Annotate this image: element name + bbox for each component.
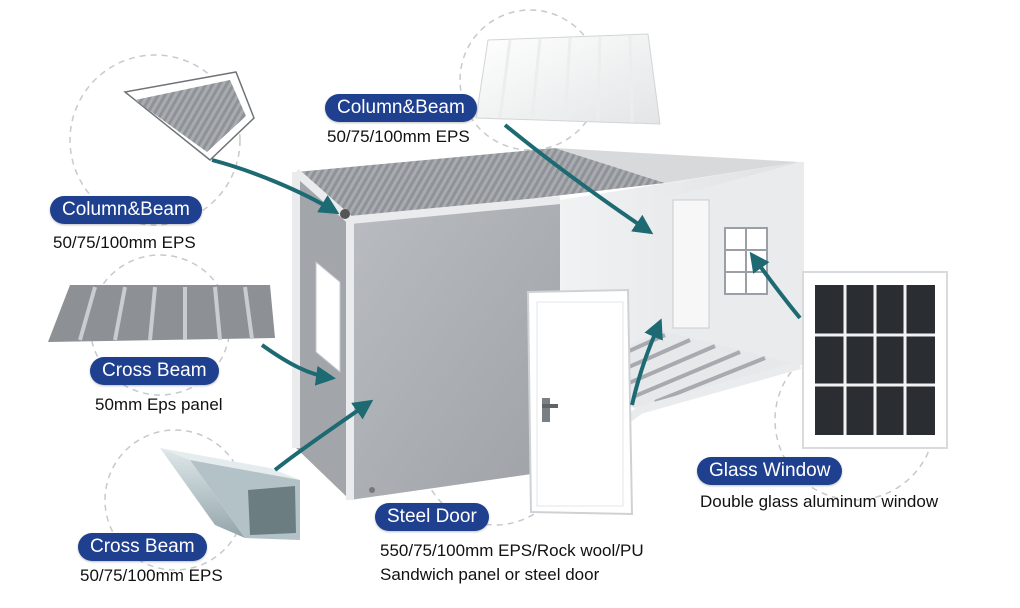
callout-badge-glass-window: Glass Window [697, 457, 843, 485]
rectangular-tube-icon [160, 448, 300, 540]
callout-badge-column-beam-top: Column&Beam [325, 94, 477, 122]
callout-badge-steel-door: Steel Door [375, 503, 489, 531]
callout-desc-glass-window: Double glass aluminum window [700, 492, 939, 511]
callout-badge-cross-beam-tube: Cross Beam [78, 533, 207, 561]
callout-badge-column-beam-left: Column&Beam [50, 196, 202, 224]
glass-window-icon [802, 271, 948, 449]
callout-desc-column-beam-top: 50/75/100mm EPS [327, 127, 470, 146]
corrugated-panel-icon [48, 285, 275, 342]
inner-window [724, 227, 768, 295]
steel-door-icon [526, 288, 634, 516]
callout-desc-steel-door-line2: Sandwich panel or steel door [380, 565, 600, 584]
callout-desc-steel-door-line1: 550/75/100mm EPS/Rock wool/PU [380, 541, 644, 560]
callout-desc-column-beam-left: 50/75/100mm EPS [53, 233, 196, 252]
callout-desc-cross-beam-tube: 50/75/100mm EPS [80, 566, 223, 585]
callout-badge-cross-beam-panel: Cross Beam [90, 357, 219, 385]
callout-desc-cross-beam-panel: 50mm Eps panel [95, 395, 223, 414]
pointer-arrows [211, 123, 802, 472]
corrugated-sheet-icon [475, 33, 661, 125]
roof-panel-icon [123, 71, 255, 161]
